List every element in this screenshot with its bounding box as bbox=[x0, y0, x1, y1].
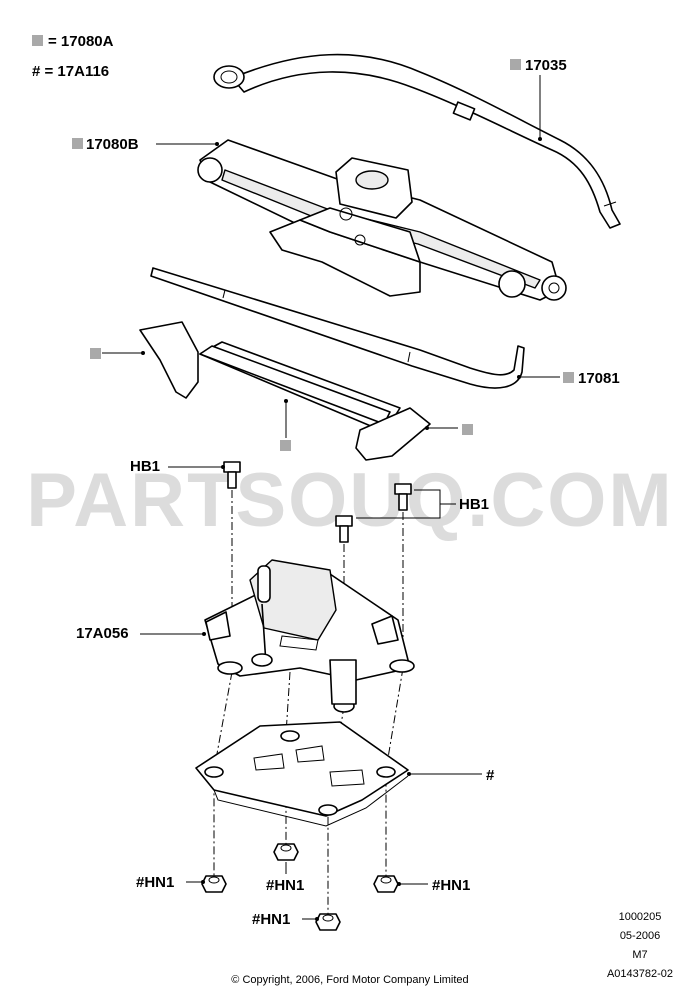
strap-center-marker-square-icon bbox=[280, 440, 291, 451]
info-line-2: 05-2006 bbox=[620, 930, 660, 942]
nut-hn1-1[interactable] bbox=[201, 875, 227, 893]
info-line-3: M7 bbox=[632, 949, 647, 961]
plate-label: # bbox=[486, 767, 495, 784]
nut-3-label: #HN1 bbox=[432, 877, 470, 894]
plate-callout: # bbox=[407, 767, 495, 784]
handle-label: 17081 bbox=[578, 370, 620, 387]
bracket-callout: 17A056 bbox=[76, 625, 206, 642]
diagram-info: 1000205 05-2006 M7 A0143782-02 bbox=[607, 911, 673, 980]
bolt-right-label: HB1 bbox=[459, 496, 489, 513]
bracket-label: 17A056 bbox=[76, 625, 129, 642]
jack-marker-square-icon bbox=[72, 138, 83, 149]
handle-marker-square-icon bbox=[563, 372, 574, 383]
scissor-jack-part[interactable] bbox=[197, 139, 567, 301]
strap-callouts bbox=[90, 348, 473, 451]
copyright-text: © Copyright, 2006, Ford Motor Company Li… bbox=[231, 974, 468, 986]
nut-hn1-4[interactable] bbox=[315, 913, 341, 931]
nut-hn1-2[interactable] bbox=[273, 843, 299, 861]
jack-handle-rod-part[interactable] bbox=[150, 267, 525, 389]
info-line-1: 1000205 bbox=[619, 911, 662, 923]
tool-strap-part[interactable] bbox=[139, 321, 431, 461]
bolt-hb1-right[interactable] bbox=[394, 483, 412, 511]
nut-2-label: #HN1 bbox=[266, 877, 304, 894]
assembly-lines bbox=[213, 490, 404, 918]
strap-left-marker-square-icon bbox=[90, 348, 101, 359]
spare-bracket-part[interactable] bbox=[204, 559, 415, 713]
wrench-label: 17035 bbox=[525, 57, 567, 74]
bolt-left-label: HB1 bbox=[130, 458, 160, 475]
legend: = 17080A # = 17A116 bbox=[32, 33, 114, 80]
wrench-marker-square-icon bbox=[510, 59, 521, 70]
bolt-hb1-center[interactable] bbox=[335, 515, 353, 543]
spare-plate-part[interactable] bbox=[195, 721, 409, 827]
legend-key-a: = 17080A bbox=[48, 33, 114, 50]
wrench-callout: 17035 bbox=[510, 57, 567, 141]
strap-right-marker-square-icon bbox=[462, 424, 473, 435]
legend-gray-square-icon bbox=[32, 35, 43, 46]
watermark: PARTSOUQ.COM bbox=[26, 458, 673, 543]
jack-callout: 17080B bbox=[72, 136, 219, 153]
nut-1-label: #HN1 bbox=[136, 874, 174, 891]
handle-callout: 17081 bbox=[517, 370, 620, 387]
nut-4-label: #HN1 bbox=[252, 911, 290, 928]
jack-label: 17080B bbox=[86, 136, 139, 153]
nut-hn1-3[interactable] bbox=[373, 875, 399, 893]
lug-wrench-part[interactable] bbox=[213, 53, 621, 229]
bolt-callouts: HB1 HB1 bbox=[130, 458, 489, 519]
legend-key-b: # = 17A116 bbox=[32, 63, 109, 80]
nut-callouts: #HN1 #HN1 #HN1 #HN1 bbox=[136, 862, 470, 928]
info-line-4: A0143782-02 bbox=[607, 968, 673, 980]
